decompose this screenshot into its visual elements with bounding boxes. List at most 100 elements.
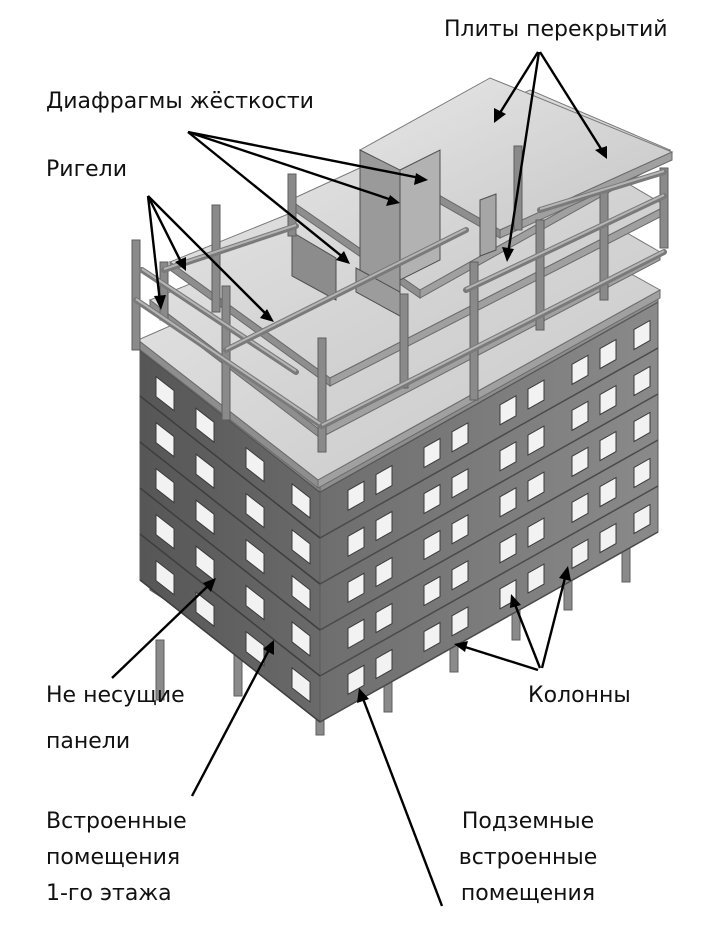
window-left-f2-2: [195, 453, 215, 490]
window-left-f3-1: [155, 467, 175, 504]
arrow-beams-2-head: [175, 257, 186, 271]
label-underground-2: встроенные: [459, 845, 598, 870]
arrow-columns-3: [540, 573, 568, 669]
facade-right-seam-2: [319, 393, 659, 585]
window-left-f2-4: [291, 528, 311, 565]
arrow-underground: [360, 695, 444, 907]
beam-1-hl: [135, 298, 323, 426]
arrow-slabs-2-head: [595, 146, 607, 159]
window-right-f2-7: [571, 400, 589, 432]
window-left-f4-1: [155, 513, 175, 550]
arrow-builtin-head: [263, 640, 274, 655]
window-left-f4-4: [291, 620, 311, 657]
label-shear-walls: Диафрагмы жёсткости: [46, 89, 314, 114]
arrow-beams-1-head: [154, 295, 166, 310]
facade-right-seam-5: [319, 531, 659, 723]
upper-column-8: [469, 261, 479, 401]
arrow-columns-3-head: [559, 566, 571, 581]
window-left-f1-4: [291, 482, 311, 519]
underground-column-1: [155, 639, 165, 701]
window-right-f4-2: [375, 602, 393, 634]
window-right-f1-3: [423, 437, 441, 469]
upper-column-6: [317, 337, 327, 453]
window-left-f3-2: [195, 499, 215, 536]
slab-level-1-right-edge: [317, 289, 661, 489]
arrow-beams-2: [146, 195, 184, 265]
window-right-f5-4: [451, 605, 469, 637]
window-left-f5-2: [195, 591, 215, 628]
window-left-f2-3: [245, 492, 265, 529]
arrow-nonbearing-head: [203, 578, 216, 592]
arrow-slabs-2: [538, 51, 605, 153]
window-right-f2-1: [347, 526, 365, 558]
window-right-f3-3: [423, 529, 441, 561]
beam-4-hl: [321, 250, 665, 426]
window-right-f4-5: [499, 532, 517, 564]
window-right-f2-6: [527, 425, 545, 456]
arrow-slabs-3-head: [502, 247, 514, 262]
window-right-f2-8: [599, 384, 617, 416]
window-right-f2-2: [375, 510, 393, 542]
label-beams: Ригели: [46, 157, 127, 182]
arrow-builtin: [190, 647, 272, 797]
window-right-f3-8: [599, 430, 617, 462]
upper-column-3: [211, 204, 221, 313]
facade-left-seam-4: [139, 533, 321, 677]
arrow-walls-3: [187, 131, 345, 259]
arrow-columns-1-head: [454, 641, 468, 652]
window-right-f4-3: [423, 575, 441, 607]
upper-column-5: [287, 173, 297, 237]
window-right-f3-1: [347, 572, 365, 604]
upper-column-1: [131, 239, 141, 351]
window-left-f1-1: [155, 375, 175, 412]
window-right-f3-5: [499, 486, 517, 518]
window-right-f4-1: [347, 618, 365, 650]
building: [131, 77, 674, 736]
arrow-underground-head: [357, 688, 369, 703]
arrow-columns-1: [461, 644, 539, 672]
window-right-f5-3: [423, 621, 441, 653]
facade-right-seam-3: [319, 439, 659, 631]
label-nonbearing-2: панели: [46, 729, 130, 754]
window-left-f1-3: [245, 446, 265, 483]
window-right-f5-7: [571, 538, 589, 570]
shear-wall-2: [291, 231, 337, 301]
upper-column-7: [399, 293, 409, 389]
beam-6-hl: [539, 170, 665, 210]
beam-7-hl: [465, 194, 665, 290]
shear-wall-4: [479, 193, 497, 257]
window-right-f3-6: [527, 471, 545, 502]
label-columns: Колонны: [528, 683, 631, 708]
arrow-beams-3: [147, 195, 269, 317]
window-right-f1-9: [633, 319, 651, 351]
label-floor-slabs: Плиты перекрытий: [444, 17, 668, 42]
window-right-f4-8: [599, 476, 617, 508]
facade-left-seam-2: [139, 441, 321, 585]
label-underground-3: помещения: [461, 881, 595, 906]
facade-left-seam-5: [139, 579, 321, 723]
arrow-columns-2-head: [510, 594, 521, 608]
label-underground-1: Подземные: [462, 809, 594, 834]
window-left-f5-3: [245, 630, 265, 667]
window-left-f3-4: [291, 574, 311, 611]
window-right-f3-4: [451, 513, 469, 545]
window-right-f2-4: [451, 467, 469, 499]
label-builtin-3: 1-го этажа: [46, 881, 172, 906]
window-right-f1-8: [599, 338, 617, 370]
upper-column-11: [659, 167, 669, 249]
arrow-slabs-1: [496, 51, 540, 117]
facade-right-seam-1: [319, 347, 659, 539]
window-right-f1-1: [347, 480, 365, 512]
label-nonbearing-1: Не несущие: [46, 683, 185, 708]
window-right-f4-9: [633, 457, 651, 489]
beam-2-hl: [141, 268, 297, 372]
arrow-walls-1-head: [414, 173, 428, 185]
labels: Плиты перекрытий Диафрагмы жёсткости Риг…: [46, 17, 668, 906]
window-right-f5-9: [633, 503, 651, 535]
arrow-walls-3-head: [336, 251, 350, 264]
facade-right-seam-4: [319, 485, 659, 677]
upper-frame: [131, 77, 674, 490]
arrow-walls-1: [187, 130, 421, 180]
window-right-f1-4: [451, 421, 469, 453]
window-right-f1-2: [375, 464, 393, 496]
